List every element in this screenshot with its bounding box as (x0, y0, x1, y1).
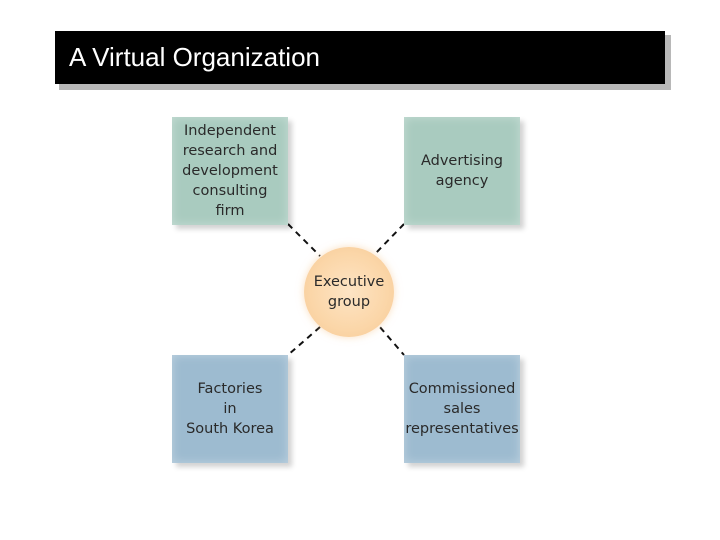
node-factories-label: Factories in South Korea (186, 381, 274, 437)
slide-title-bar: A Virtual Organization (55, 31, 665, 84)
connector-sales (372, 318, 405, 356)
node-rnd-consulting-firm: Independent research and development con… (172, 117, 288, 225)
node-executive-label: Executive group (313, 274, 385, 310)
slide-title: A Virtual Organization (69, 42, 320, 72)
connector-factories (287, 326, 321, 356)
node-advertising-agency: Advertising agency (404, 117, 520, 225)
node-executive-group: Executive group (304, 247, 394, 337)
node-advertising-label: Advertising agency (420, 153, 504, 189)
node-factories-south-korea: Factories in South Korea (172, 355, 288, 463)
connector-advertising (372, 223, 405, 257)
connector-rnd (287, 223, 321, 257)
node-commissioned-sales: Commissioned sales representatives (404, 355, 520, 463)
node-sales-label: Commissioned sales representatives (405, 381, 519, 437)
node-rnd-label: Independent research and development con… (182, 123, 278, 219)
